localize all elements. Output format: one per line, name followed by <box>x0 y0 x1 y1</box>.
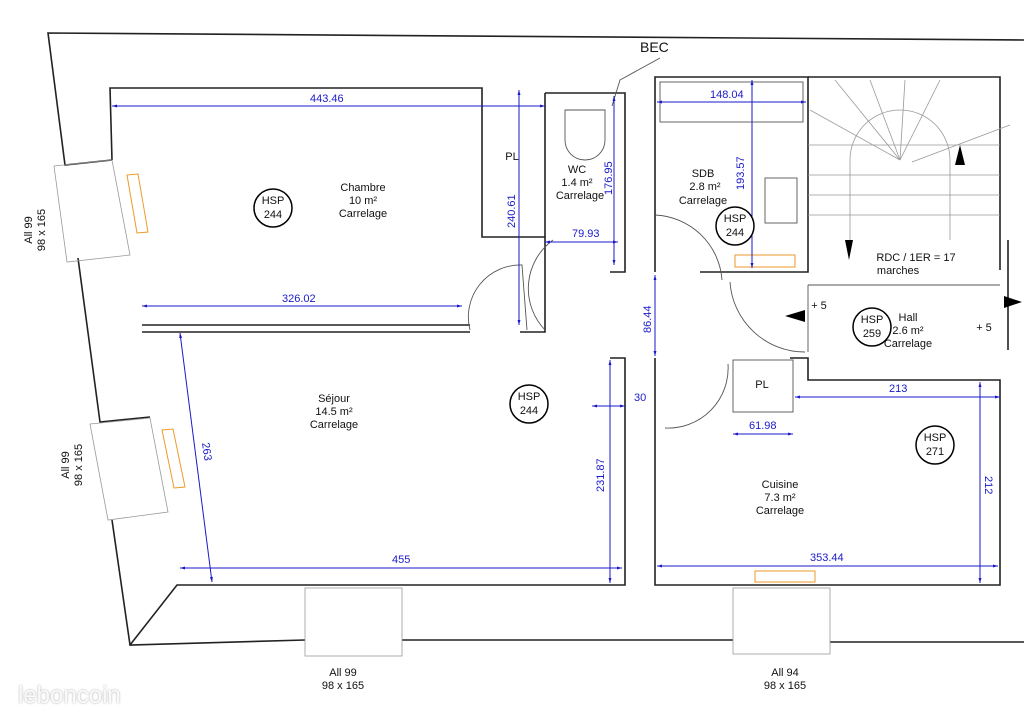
bec-label: BEC <box>640 39 669 55</box>
room-name: Chambre <box>340 182 385 194</box>
stairs-note: marches <box>877 265 920 277</box>
dim-label: 263 <box>199 442 213 462</box>
hsp-label: HSP <box>861 314 884 326</box>
dim-label: 176.95 <box>603 161 615 195</box>
dim-label: 148.04 <box>710 89 744 101</box>
radiator <box>734 254 796 268</box>
window-type: All 99 <box>329 667 357 679</box>
window-type: All 94 <box>771 667 799 679</box>
dim-label: 231.87 <box>595 458 607 492</box>
window-label: All 94 98 x 165 <box>764 667 806 692</box>
staircase <box>785 79 1022 322</box>
window-label: All 99 98 x 165 <box>60 444 85 486</box>
dim-label: 353.44 <box>810 552 844 564</box>
room-area: 1.4 m² <box>561 177 593 189</box>
dim-label: 79.93 <box>572 228 600 240</box>
dimension-labels: 443.46 326.02 240.61 176.95 79.93 148.04… <box>199 89 994 566</box>
dim-label: 86.44 <box>642 305 654 333</box>
room-name: Hall <box>899 312 918 324</box>
room-floor: Carrelage <box>310 419 358 431</box>
window-size: 98 x 165 <box>322 680 364 692</box>
dimension-lines <box>112 80 1000 583</box>
room-wc: WC 1.4 m² Carrelage <box>556 164 604 202</box>
window-size: 98 x 165 <box>73 444 85 486</box>
room-area: 2.6 m² <box>892 325 924 337</box>
room-sdb: SDB 2.8 m² Carrelage HSP 244 <box>679 168 755 246</box>
window-size: 98 x 165 <box>36 209 48 251</box>
interior-walls <box>53 57 1022 657</box>
room-area: 7.3 m² <box>764 492 796 504</box>
dim-label: 61.98 <box>749 420 777 432</box>
room-area: 10 m² <box>349 195 377 207</box>
room-name: Séjour <box>318 393 350 405</box>
watermark-logo: leboncoin <box>18 682 121 709</box>
stairs-note: RDC / 1ER = 17 <box>876 252 955 264</box>
window-size: 98 x 165 <box>764 680 806 692</box>
room-floor: Carrelage <box>339 208 387 220</box>
room-floor: Carrelage <box>884 338 932 350</box>
window-type: All 99 <box>23 216 35 244</box>
dim-label: 240.61 <box>506 194 518 228</box>
hsp-label: HSP <box>724 213 747 225</box>
room-sejour: Séjour 14.5 m² Carrelage HSP 244 <box>310 384 549 431</box>
room-name: WC <box>568 164 586 176</box>
radiator <box>754 570 816 583</box>
dim-label: 213 <box>889 383 907 395</box>
dim-label: 30 <box>634 392 646 404</box>
hsp-value: 244 <box>520 405 538 417</box>
step-note: + 5 <box>976 322 992 334</box>
window-type: All 99 <box>60 451 72 479</box>
hsp-label: HSP <box>518 391 541 403</box>
room-name: SDB <box>692 168 715 180</box>
hsp-value: 271 <box>926 446 944 458</box>
room-floor: Carrelage <box>679 195 727 207</box>
room-cuisine: Cuisine 7.3 m² Carrelage HSP 271 <box>756 425 955 517</box>
dim-label: 443.46 <box>310 93 344 105</box>
room-chambre: Chambre 10 m² Carrelage HSP 244 <box>253 182 387 228</box>
hsp-value: 244 <box>726 227 744 239</box>
radiator <box>161 428 186 489</box>
dim-label: 455 <box>392 554 410 566</box>
window-label: All 99 98 x 165 <box>23 209 48 251</box>
room-hall: Hall 2.6 m² Carrelage HSP 259 <box>852 307 932 350</box>
dim-label: 326.02 <box>282 293 316 305</box>
room-name: Cuisine <box>762 479 799 491</box>
room-pl: PL <box>755 379 768 391</box>
hsp-label: HSP <box>262 195 285 207</box>
room-floor: Carrelage <box>556 190 604 202</box>
room-area: 2.8 m² <box>689 181 721 193</box>
hsp-label: HSP <box>924 432 947 444</box>
room-area: 14.5 m² <box>315 406 353 418</box>
room-floor: Carrelage <box>756 505 804 517</box>
hsp-value: 259 <box>863 328 881 340</box>
dim-label: 193.57 <box>735 156 747 190</box>
step-note: + 5 <box>811 300 827 312</box>
hsp-value: 244 <box>264 209 282 221</box>
room-pl: PL <box>505 151 518 163</box>
window-label: All 99 98 x 165 <box>322 667 364 692</box>
radiator <box>126 173 149 234</box>
dim-label: 212 <box>982 476 994 494</box>
